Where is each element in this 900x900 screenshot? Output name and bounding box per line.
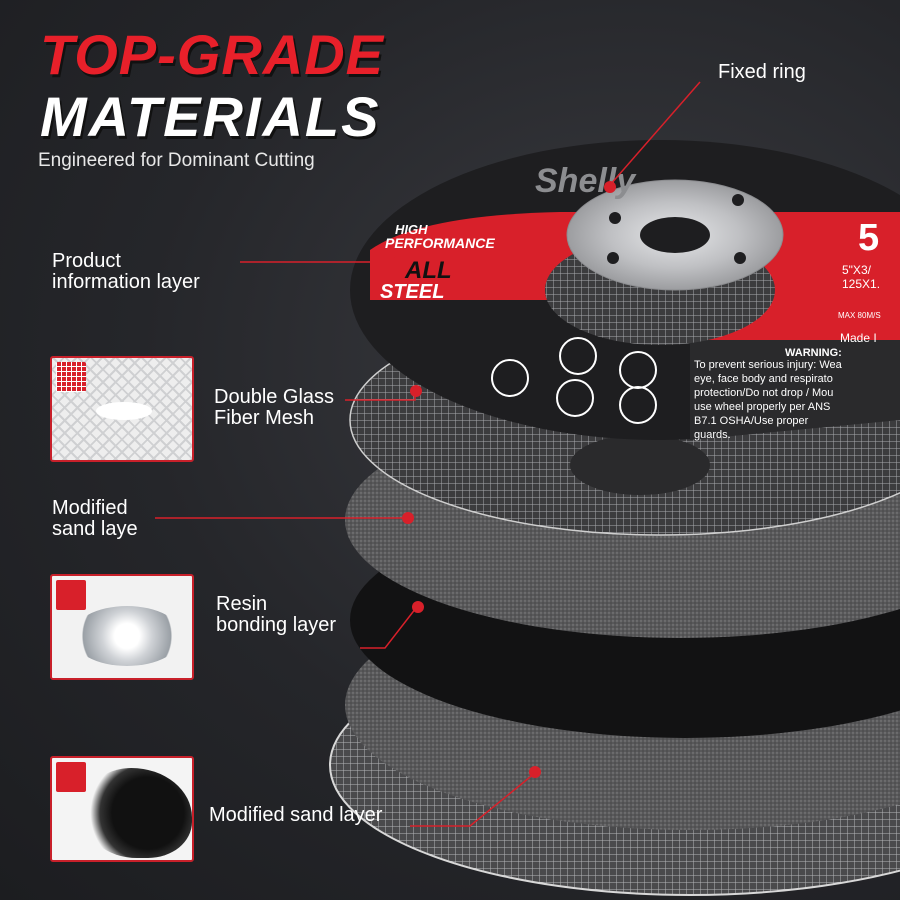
ear-muff-icon [556, 379, 594, 417]
label-fixed-ring: Fixed ring [718, 61, 806, 83]
subtitle: Engineered for Dominant Cutting [38, 150, 315, 171]
disc-size-digit: 5 [858, 217, 879, 259]
glass-mesh-thumbnail [50, 356, 194, 462]
mesh-badge-icon [56, 362, 86, 392]
title-line-2: MATERIALS [40, 85, 381, 148]
label-mod-sand-bottom: Modified sand layer [209, 804, 383, 826]
title-line-1: TOP-GRADE [40, 23, 384, 86]
disc-brand: Shelly [535, 162, 637, 200]
warning-line-0: To prevent serious injury: Wea [694, 359, 843, 371]
product-label-disc: Shelly HIGH PERFORMANCE ALL STEEL 5 5"X3… [350, 140, 900, 441]
label-product-info-2: information layer [52, 271, 200, 293]
warning-title: WARNING: [785, 347, 842, 359]
warning-line-4: B7.1 OSHA/Use proper [694, 415, 809, 427]
disc-spec1: 5"X3/ [842, 263, 872, 277]
callout-line-resin [360, 607, 417, 649]
warning-line-3: use wheel properly per ANS [694, 401, 830, 413]
warning-line-1: eye, face body and respirato [694, 373, 833, 385]
disc-steel: STEEL [380, 281, 444, 303]
disc-max-speed: MAX 80M/S [838, 311, 881, 320]
warning-line-5: guards. [694, 429, 731, 441]
label-glass-mesh-2: Fiber Mesh [214, 407, 315, 429]
label-product-info-1: Product [52, 250, 121, 272]
label-resin-1: Resin [216, 593, 268, 615]
label-resin-2: bonding layer [216, 614, 337, 636]
callout-line-fixed-ring [609, 81, 701, 186]
disc-high: HIGH [395, 222, 428, 237]
label-mod-sand-2: sand laye [52, 518, 138, 540]
resin-thumbnail [50, 574, 194, 680]
label-mod-sand-1: Modified [52, 497, 128, 519]
goggles-icon [559, 337, 597, 375]
warning-line-2: protection/Do not drop / Mou [694, 387, 833, 399]
callout-line-bottom-sand [410, 772, 536, 827]
sand-thumbnail [50, 756, 194, 862]
disc-spec2: 125X1. [842, 277, 880, 291]
sand-badge-icon [56, 762, 86, 792]
resin-badge-icon [56, 580, 86, 610]
disc-made-in: Made I [840, 331, 877, 345]
worker-icon [491, 359, 529, 397]
disc-performance: PERFORMANCE [385, 235, 495, 251]
gloves-icon [619, 386, 657, 424]
label-glass-mesh-1: Double Glass [214, 386, 335, 408]
disc-all: ALL [404, 257, 452, 284]
